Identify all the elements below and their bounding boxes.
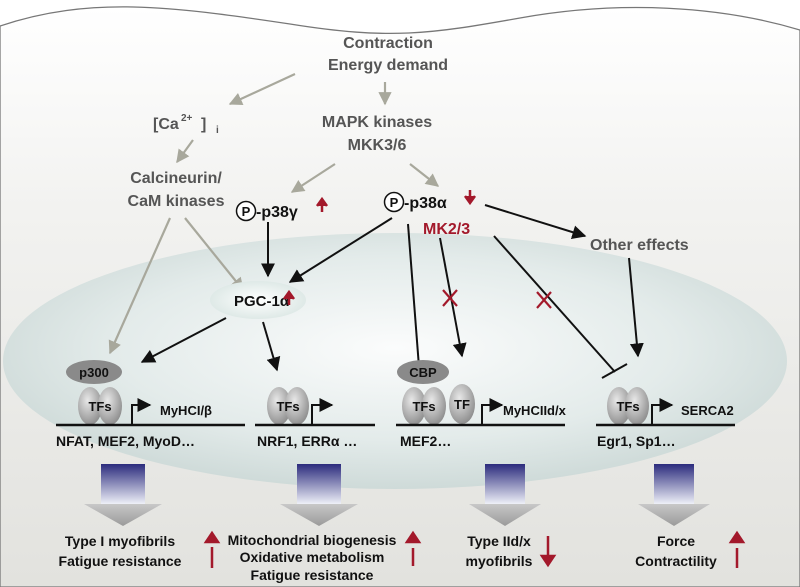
phospho-symbol-alpha: P xyxy=(390,195,399,210)
gene-mito: TFs NRF1, ERRα … xyxy=(255,387,375,449)
gene-myhc1: p300 TFs MyHCI/β NFAT, MEF2, MyoD… xyxy=(56,360,245,449)
tfs-label: TFs xyxy=(88,399,111,414)
calcium-base: [Ca xyxy=(153,116,179,133)
tf-blob xyxy=(78,387,102,425)
serca2-gene-label: SERCA2 xyxy=(681,403,734,418)
outcome-3-line-2: myofibrils xyxy=(466,553,533,569)
p300-label: p300 xyxy=(79,365,109,380)
p300-coactivator xyxy=(66,360,122,384)
cbp-coactivator xyxy=(397,360,449,384)
tf-blob xyxy=(625,387,649,425)
calcium-bracket: ] xyxy=(201,116,206,133)
outcome-4-line-2: Contractility xyxy=(635,553,717,569)
mapk-kinases-label: MAPK kinases xyxy=(322,114,432,131)
up-arrow-icon xyxy=(315,196,329,212)
tfs-label: TFs xyxy=(616,399,639,414)
mk23-label: MK2/3 xyxy=(423,221,470,238)
black-arrows xyxy=(140,204,644,382)
calcium-label: [Ca 2+ ] i xyxy=(153,113,219,136)
promoter-arrow-icon xyxy=(131,398,152,425)
promoter-arrow-icon xyxy=(481,398,504,425)
myhc2-gene-label: MyHCIId/x xyxy=(503,403,567,418)
p38-alpha: P -p38α xyxy=(383,190,477,213)
p38-gamma-label: -p38γ xyxy=(256,204,298,221)
tf-blob xyxy=(402,387,426,425)
calcineurin-label: Calcineurin/ xyxy=(130,170,222,187)
up-arrow-icon xyxy=(728,530,746,568)
cbp-label: CBP xyxy=(409,365,437,380)
output-arrows xyxy=(84,464,710,526)
phospho-circle-gamma xyxy=(235,200,257,222)
down-arrow-icon xyxy=(463,190,477,206)
tf-set-2: NRF1, ERRα … xyxy=(257,433,357,449)
grey-arrows xyxy=(108,73,440,355)
gene-serca2: TFs SERCA2 Egr1, Sp1… xyxy=(596,387,735,449)
p38-gamma: P -p38γ xyxy=(235,196,329,222)
other-effects-label: Other effects xyxy=(590,237,689,254)
outcome-4-line-1: Force xyxy=(657,533,695,549)
block-arrow-1 xyxy=(84,464,162,526)
tf-blob xyxy=(607,387,631,425)
tf-blob xyxy=(98,387,122,425)
cam-kinases-label: CaM kinases xyxy=(128,193,225,210)
tf-blob xyxy=(449,384,475,424)
calcium-subscript: i xyxy=(216,125,219,136)
tf-blob xyxy=(422,387,446,425)
outcome-1-line-1: Type I myofibrils xyxy=(65,533,175,549)
tf-blob xyxy=(285,387,309,425)
outcome-1-line-2: Fatigue resistance xyxy=(59,553,182,569)
p38-alpha-label: -p38α xyxy=(404,195,447,212)
outcome-3-line-1: Type IId/x xyxy=(467,533,531,549)
phospho-circle-alpha xyxy=(383,191,405,213)
outcome-4: Force Contractility xyxy=(635,530,746,569)
tf-set-1: NFAT, MEF2, MyoD… xyxy=(56,433,195,449)
up-arrow-icon xyxy=(282,289,296,305)
outcome-2-line-1: Mitochondrial biogenesis xyxy=(228,532,397,548)
energy-demand-label: Energy demand xyxy=(328,57,448,74)
outcome-2-line-3: Fatigue resistance xyxy=(251,567,374,583)
pgc1a-node: PGC-1α xyxy=(210,281,306,319)
tfs-label: TFs xyxy=(276,399,299,414)
block-arrow-4 xyxy=(638,464,710,526)
outcome-2: Mitochondrial biogenesis Oxidative metab… xyxy=(228,530,422,583)
phospho-symbol-gamma: P xyxy=(242,204,251,219)
nucleus xyxy=(3,233,787,489)
tfs-label: TFs xyxy=(412,399,435,414)
contraction-label: Contraction xyxy=(343,35,433,52)
tf-set-3: MEF2… xyxy=(400,433,451,449)
up-arrow-icon xyxy=(404,530,422,566)
gene-myhc2: CBP TFs TF MyHCIId/x MEF2… xyxy=(396,360,567,449)
tf-blob xyxy=(267,387,291,425)
tf-set-4: Egr1, Sp1… xyxy=(597,433,676,449)
tf-label: TF xyxy=(454,397,470,412)
calcium-superscript: 2+ xyxy=(181,113,193,124)
outcome-3: Type IId/x myofibrils xyxy=(466,533,557,569)
myhc1-gene-label: MyHCI/β xyxy=(160,403,212,418)
inhibition-x-marks xyxy=(442,289,552,309)
promoter-arrow-icon xyxy=(311,398,334,425)
up-arrow-icon xyxy=(203,530,221,568)
pgc1a-label: PGC-1α xyxy=(234,293,290,310)
promoter-arrow-icon xyxy=(651,398,674,425)
pgc1a-ellipse xyxy=(210,281,306,319)
outcome-2-line-2: Oxidative metabolism xyxy=(240,549,385,565)
block-arrow-3 xyxy=(469,464,541,526)
outcome-1: Type I myofibrils Fatigue resistance xyxy=(59,530,221,569)
down-arrow-icon xyxy=(539,536,557,568)
block-arrow-2 xyxy=(280,464,358,526)
mkk36-label: MKK3/6 xyxy=(348,137,407,154)
